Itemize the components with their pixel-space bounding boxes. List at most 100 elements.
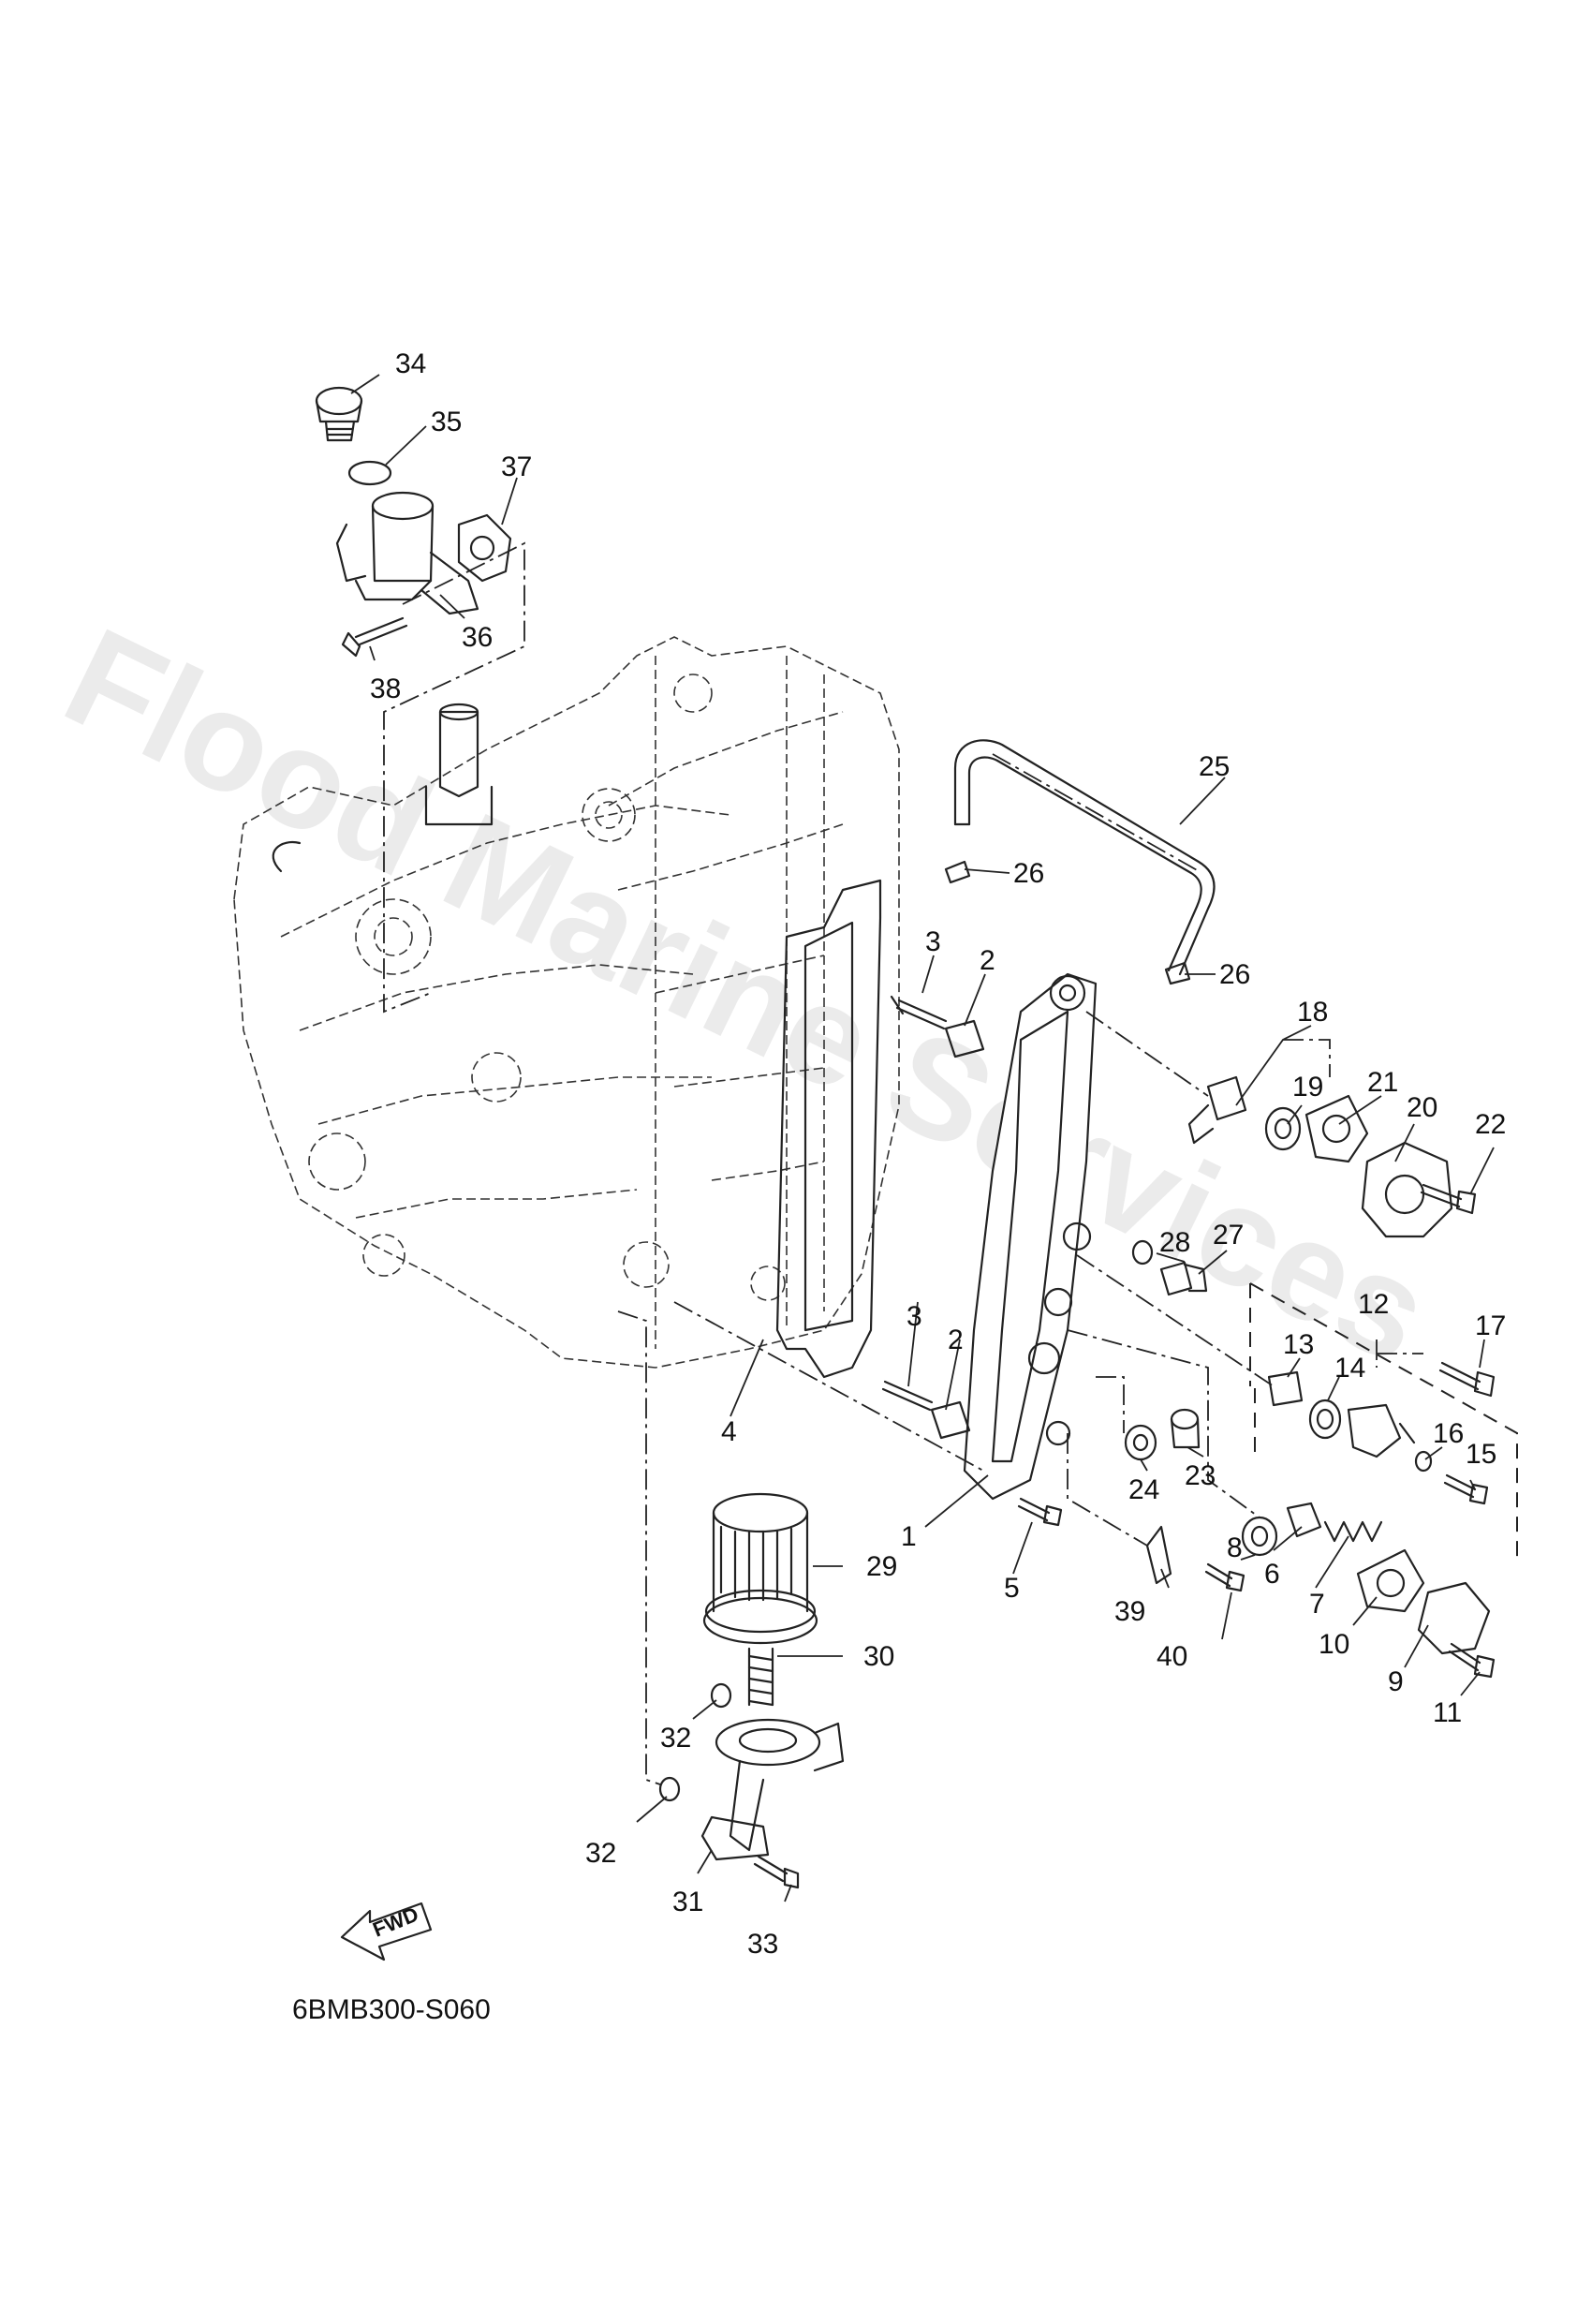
callout-10: 10 (1319, 1629, 1349, 1660)
fwd-arrow: FWD (340, 1902, 433, 1961)
callout-33: 33 (747, 1929, 778, 1960)
callout-3b: 3 (906, 1301, 922, 1332)
callout-24: 24 (1128, 1474, 1159, 1505)
callout-26a: 26 (1013, 858, 1044, 889)
centerline-39 (1067, 1433, 1148, 1547)
callout-18: 18 (1297, 997, 1328, 1028)
callout-27: 27 (1213, 1220, 1244, 1251)
callout-28: 28 (1159, 1227, 1190, 1258)
seal-8 (1241, 1516, 1278, 1557)
callout-40: 40 (1157, 1641, 1187, 1672)
cover-20 (1361, 1141, 1453, 1238)
callout-23: 23 (1185, 1460, 1216, 1491)
bolt-3b (881, 1380, 934, 1412)
gasket-4 (775, 879, 882, 1379)
o-ring-28 (1131, 1239, 1154, 1266)
callout-34: 34 (395, 348, 426, 379)
o-ring-32a (710, 1682, 732, 1709)
bolt-11 (1448, 1642, 1496, 1679)
centerline-36-38 (383, 541, 525, 1014)
plug-34 (315, 386, 363, 442)
centerline-8 (1067, 1329, 1260, 1518)
cylinder-block (233, 636, 900, 1369)
hose-25 (953, 739, 1216, 976)
callout-21: 21 (1367, 1067, 1398, 1098)
callout-17: 17 (1475, 1310, 1506, 1341)
callout-3a: 3 (925, 926, 941, 957)
o-ring-32b (658, 1776, 681, 1802)
callout-2a: 2 (980, 945, 995, 976)
callout-35: 35 (431, 407, 462, 437)
valve-6 (1286, 1502, 1322, 1538)
washer-15 (1414, 1450, 1433, 1473)
group-box-12 (1249, 1282, 1518, 1564)
callout-29: 29 (866, 1551, 897, 1582)
callout-12: 12 (1358, 1289, 1389, 1320)
plug-23 (1170, 1408, 1201, 1449)
callout-36: 36 (462, 622, 493, 653)
callout-31: 31 (672, 1887, 703, 1917)
gasket-21 (1304, 1094, 1369, 1163)
callout-7: 7 (1309, 1589, 1325, 1620)
watermark: Flood Marine Services (43, 598, 1452, 1393)
callout-11: 11 (1433, 1697, 1462, 1728)
callout-8: 8 (1227, 1532, 1243, 1563)
washer-24 (1124, 1424, 1157, 1461)
bolt-15 (1443, 1473, 1489, 1505)
callout-16: 16 (1433, 1418, 1464, 1449)
clip-26a (944, 860, 971, 884)
part-13 (1267, 1370, 1304, 1407)
callout-19: 19 (1292, 1072, 1323, 1103)
valve-18 (1187, 1075, 1247, 1145)
bolt-5 (1017, 1497, 1063, 1527)
callout-9: 9 (1388, 1666, 1404, 1697)
callout-6: 6 (1264, 1559, 1280, 1590)
centerline-block-cover (673, 1301, 984, 1472)
callout-1: 1 (901, 1521, 917, 1552)
callout-2b: 2 (948, 1325, 964, 1355)
clip-26b (1164, 961, 1191, 985)
callout-25: 25 (1199, 751, 1230, 782)
callout-39: 39 (1114, 1596, 1145, 1627)
callout-26b: 26 (1219, 959, 1250, 990)
callout-14: 14 (1334, 1353, 1365, 1384)
centerline-18 (1085, 1011, 1209, 1097)
gasket-37 (457, 513, 512, 583)
exhaust-cover-1 (963, 972, 1098, 1501)
diagram-code: 6BMB300-S060 (292, 1994, 491, 2025)
bolt-38 (341, 616, 408, 658)
callouts: 34 35 37 36 38 25 26 26 3 2 18 19 21 20 … (370, 348, 1506, 1960)
callout-38: 38 (370, 674, 401, 704)
callout-30: 30 (863, 1641, 894, 1672)
callout-32a: 32 (660, 1723, 691, 1754)
bolt-17 (1438, 1361, 1496, 1398)
bolt-3a (890, 995, 948, 1030)
bolt-22 (1420, 1183, 1477, 1215)
o-ring-35 (347, 460, 392, 486)
bolt-40 (1204, 1562, 1245, 1592)
seal-14 (1308, 1399, 1342, 1440)
bracket-18 (1283, 1039, 1331, 1077)
washer-19 (1264, 1106, 1302, 1151)
callout-32b: 32 (585, 1838, 616, 1869)
plug-27 (1159, 1261, 1208, 1296)
oil-filter-29 (702, 1492, 818, 1645)
collar-2b (930, 1400, 971, 1440)
leader-lines (350, 374, 1495, 1902)
centerline-hose (992, 753, 1200, 872)
centerline-13 (1076, 1254, 1275, 1387)
gasket-10 (1356, 1548, 1425, 1613)
spring-7 (1323, 1520, 1383, 1543)
centerline-filter (617, 1310, 661, 1785)
centerline-24 (1096, 1376, 1125, 1433)
bracket-12 (1376, 1340, 1423, 1368)
stud-30 (747, 1647, 774, 1707)
callout-15: 15 (1466, 1439, 1496, 1470)
callout-37: 37 (501, 451, 532, 482)
callout-20: 20 (1407, 1092, 1437, 1123)
callout-22: 22 (1475, 1109, 1506, 1140)
callout-5: 5 (1004, 1573, 1020, 1604)
oil-filter-bracket-31 (700, 1718, 845, 1861)
bracket-39 (1145, 1525, 1172, 1585)
